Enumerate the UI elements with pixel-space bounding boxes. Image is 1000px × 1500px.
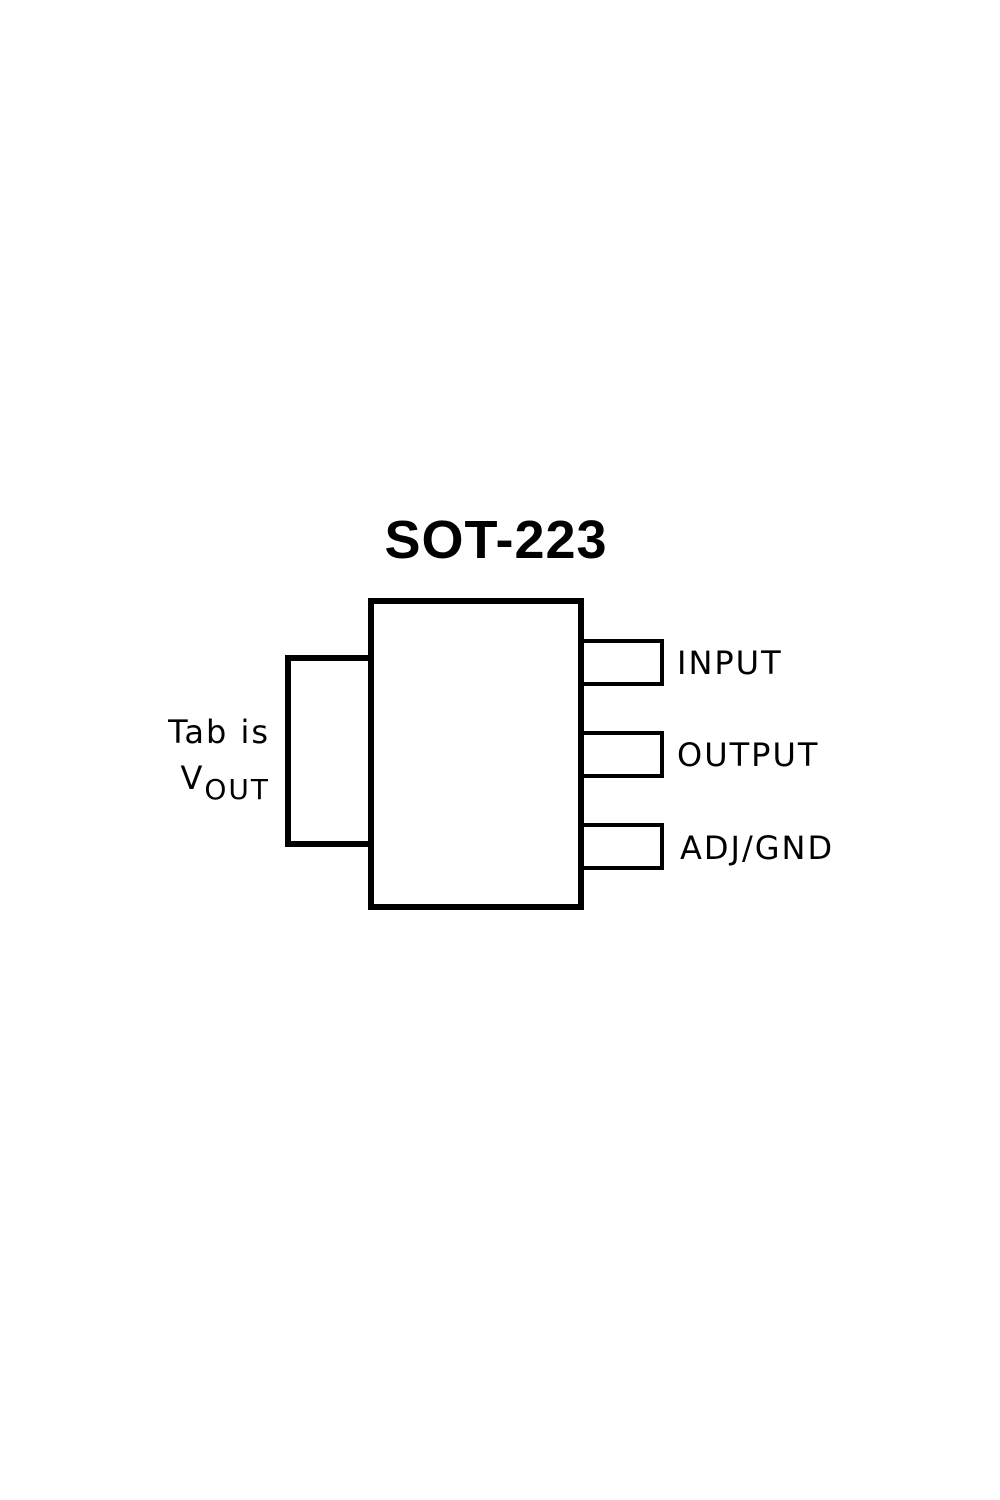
pin-input	[578, 639, 664, 686]
v-symbol: V	[180, 759, 205, 797]
v-subscript: OUT	[204, 773, 270, 806]
pin-adj-gnd	[578, 823, 664, 870]
pin-output	[578, 731, 664, 778]
tab-note-line1: Tab is	[168, 713, 270, 751]
tab-note: Tab is VOUT	[140, 710, 270, 812]
pin-label-adj-gnd: ADJ/GND	[680, 829, 835, 867]
package-tab	[285, 655, 376, 847]
pin-label-input: INPUT	[677, 644, 783, 682]
package-body	[368, 598, 584, 910]
pin-label-output: OUTPUT	[677, 736, 820, 774]
tab-note-line2: VOUT	[140, 756, 270, 812]
package-title: SOT-223	[384, 510, 608, 570]
